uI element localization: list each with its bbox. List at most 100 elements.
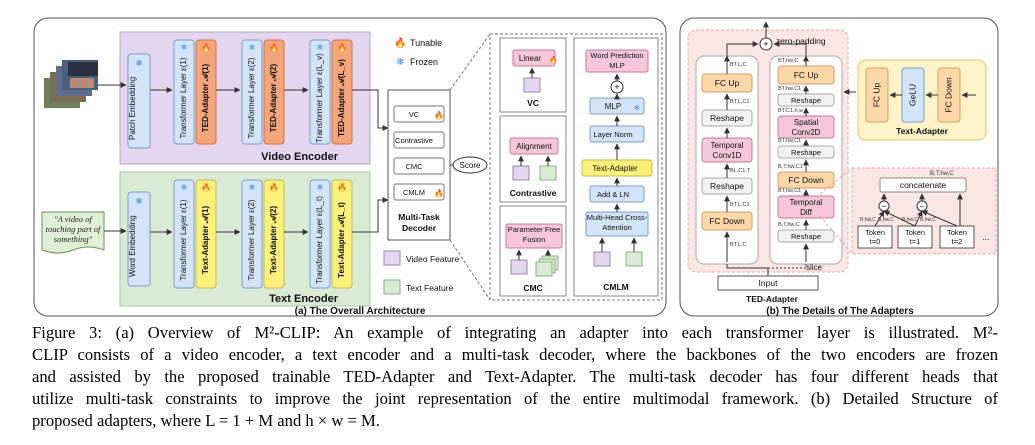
fire-icon: 🔥 (337, 42, 347, 52)
dim-label: BT,hw,C1 (778, 86, 801, 92)
ted-left-label: Reshape (710, 113, 744, 123)
feature-square (593, 251, 611, 267)
token-time: t=2 (952, 237, 963, 246)
snowflake-icon: ❄ (181, 43, 188, 52)
dim-label: BT,L,C1 (730, 202, 750, 208)
dim-label: B,T,hw,C1 (778, 164, 803, 170)
fire-icon: 🔥 (549, 55, 558, 64)
video-feature-swatch (383, 250, 401, 266)
decoder-head-label: VC (409, 110, 420, 119)
decoder-head-contrastive (393, 131, 445, 149)
dim-label: B,hw,C (902, 217, 918, 223)
zoom-line (819, 167, 853, 195)
fire-icon: 🔥 (201, 42, 211, 52)
feature-square (523, 77, 541, 93)
decoder-head-label: Contrastive (395, 136, 433, 145)
feature-square (535, 261, 553, 277)
dim-label: BT,L,C (730, 62, 747, 68)
ted-left-label: Reshape (710, 181, 744, 191)
snowflake-icon: ❄ (317, 43, 324, 52)
concatenate-block (879, 177, 967, 193)
snowflake-icon: ❄ (249, 183, 256, 192)
transformer-layer-block (173, 179, 195, 289)
token-time: t=0 (870, 237, 881, 246)
adapter-label: Text-Adapter 𝒜(2) (269, 206, 278, 275)
figure-caption: Figure 3: (a) Overview of M²-CLIP: An ex… (32, 322, 998, 432)
token-label: Token (865, 228, 885, 237)
mlp-label: MLP (605, 102, 621, 111)
snowflake-icon: ❄ (396, 57, 404, 68)
video-encoder-label: Video Encoder (261, 151, 339, 163)
token-label: Token (905, 228, 925, 237)
fire-icon: 🔥 (434, 188, 444, 198)
transformer-layer-block (241, 179, 263, 289)
zoom-line (449, 33, 491, 91)
add-ln-label: Add & LN (597, 190, 629, 199)
adapter-label: TED-Adapter 𝒜(L_v) (337, 59, 346, 137)
score-label: Score (460, 161, 481, 170)
zoom-line (449, 239, 491, 301)
ted-right-label: Reshape (791, 96, 821, 105)
transformer-layer-block (241, 39, 263, 145)
decoder-head-label: CMC (405, 162, 423, 171)
input-label: Input (759, 278, 779, 288)
fire-icon: 🔥 (201, 182, 211, 192)
dim-label: BT,L,C1 (730, 99, 750, 105)
fire-icon: 🔥 (337, 182, 347, 192)
slice-label: slice (806, 263, 823, 272)
video-to-decoder-arrow (352, 89, 389, 131)
cmc-title: CMC (523, 283, 542, 293)
transformer-layer-block (309, 179, 331, 289)
zero-padding-label: zero-padding (776, 36, 826, 46)
caption-line: utilize multi-task constraints to improv… (32, 389, 998, 408)
dim-label: BT,hw,C1 (778, 138, 801, 144)
feature-square (539, 165, 557, 181)
ted-left-label: Conv1D (713, 151, 742, 160)
flow-arrow (921, 210, 958, 227)
dim-label: B,hw,C (860, 217, 876, 223)
alignment-label: Alignment (516, 142, 552, 151)
adapter-block (195, 179, 217, 289)
text-feature-swatch (383, 279, 401, 295)
caption-line: Figure 3: (a) Overview of M²-CLIP: An ex… (32, 323, 998, 342)
word-prediction-label: Word Prediction MLP (590, 51, 644, 70)
snowflake-icon: ❄ (249, 43, 256, 52)
parameter-free-fusion-block (505, 223, 563, 249)
transformer-layer-label: Transformer Layer ε(L_v) (315, 53, 324, 143)
decoder-head-vc (393, 105, 445, 123)
patch-embedding-label: Patch Embedding (128, 76, 137, 140)
text-adapter-label: Text-Adapter (592, 164, 638, 173)
ted-right-label: Conv2D (792, 128, 821, 137)
input-block (717, 275, 819, 291)
ted-right-label: Temporal (790, 198, 823, 207)
minus-icon: − (920, 202, 925, 211)
text-to-decoder-arrow (352, 197, 389, 233)
cross-attention-label: Multi-Head Cross-Attention (586, 213, 648, 232)
feature-square (510, 259, 528, 275)
ted-right-label: Spatial (794, 118, 819, 127)
adapter-block (331, 39, 353, 145)
adapter-label: TED-Adapter 𝒜(2) (269, 63, 278, 132)
text-adapter-title: Text-Adapter (896, 126, 948, 136)
caption-line: and assisted by the proposed trainable T… (32, 367, 998, 386)
video-frames-image (44, 60, 98, 108)
parameter-free-fusion-label: Parameter Free Fusion (507, 225, 561, 244)
adapter-label: Text-Adapter 𝒜(L_t) (337, 202, 346, 278)
adapter-label: Text-Adapter 𝒜(1) (201, 206, 210, 275)
patch-embedding-block (127, 53, 151, 149)
adapter-block (331, 179, 353, 289)
layer-norm-label: Layer Norm (593, 130, 632, 139)
adapter-label: TED-Adapter 𝒜(1) (201, 63, 210, 132)
heads-detail-region (489, 33, 663, 301)
flow-arrow (726, 41, 759, 56)
transformer-layer-block (173, 39, 195, 145)
ted-right-label: FC Down (788, 175, 824, 185)
decoder-label: Multi-Task Decoder (398, 212, 440, 233)
flow-arrow (768, 264, 807, 269)
panel-b-frame (679, 17, 999, 317)
flow-arrow (883, 210, 916, 227)
fire-icon: 🔥 (269, 42, 279, 52)
linear-block (512, 49, 556, 67)
legend-text-feature: Text Feature (406, 283, 454, 293)
plus-icon: + (614, 82, 619, 92)
